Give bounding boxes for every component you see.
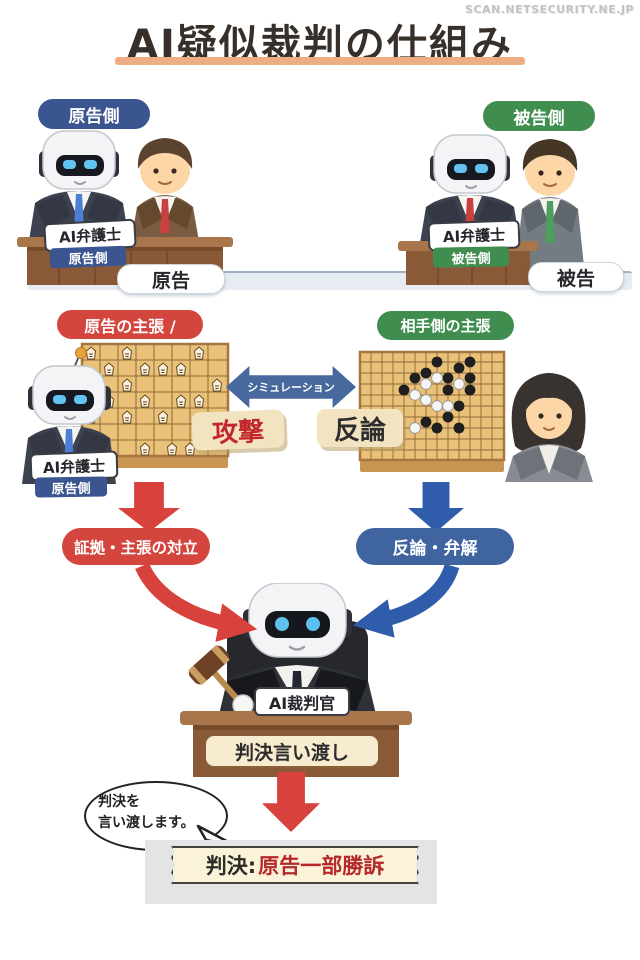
ai-judge-tag: AI裁判官 (254, 687, 350, 716)
judge-speech-text: 判決を 言い渡します。 (98, 792, 228, 834)
plaintiff-side-badge: 原告側 (38, 99, 150, 129)
simulation-arrow: シミュレーション (226, 366, 356, 408)
rebuttal-card: 反論 (317, 409, 403, 447)
converge-arrows (135, 562, 460, 642)
judge-speech-bubble (84, 781, 228, 851)
plaintiff-outcome-pill: 証拠・主張の対立 (62, 528, 210, 565)
verdict-announcement-banner: 判決言い渡し (206, 736, 378, 766)
opponent-person-illustration (505, 373, 593, 482)
defendant-outcome-pill: 反論・弁解 (356, 528, 514, 565)
speech-line-1: 判決を (98, 794, 140, 810)
final-verdict-banner: 判決: 原告一部勝訴 (171, 846, 419, 884)
verdict-prefix: 判決: (205, 854, 257, 878)
verdict-down-arrow (262, 772, 320, 832)
gavel-icon (188, 644, 254, 716)
defendant-ai-lawyer-side-tag: 被告側 (432, 246, 510, 268)
defendant-side-badge: 被告側 (483, 101, 595, 131)
plaintiff-down-arrow (118, 482, 180, 532)
opponent-claim-badge: 相手側の主張 (377, 311, 514, 340)
speech-line-2: 言い渡します。 (98, 815, 195, 831)
plaintiff-person (130, 138, 200, 247)
defendant-down-arrow (408, 482, 464, 532)
title-underline (115, 57, 525, 65)
watermark: SCAN.NETSECURITY.NE.JP (464, 3, 634, 16)
plaintiff-party-banner: 原告 (117, 264, 225, 294)
attack-card: 攻撃 (191, 409, 285, 451)
plaintiff-ai-lawyer-side-tag: 原告側 (49, 245, 127, 269)
defendant-party-banner: 被告 (528, 262, 624, 292)
plaintiff-side-illustration (17, 130, 233, 285)
mid-ai-lawyer-side-tag: 原告側 (34, 476, 108, 498)
verdict-result: 原告一部勝訴 (258, 854, 385, 878)
plaintiff-claim-badge: 原告の主張 / (57, 310, 203, 339)
